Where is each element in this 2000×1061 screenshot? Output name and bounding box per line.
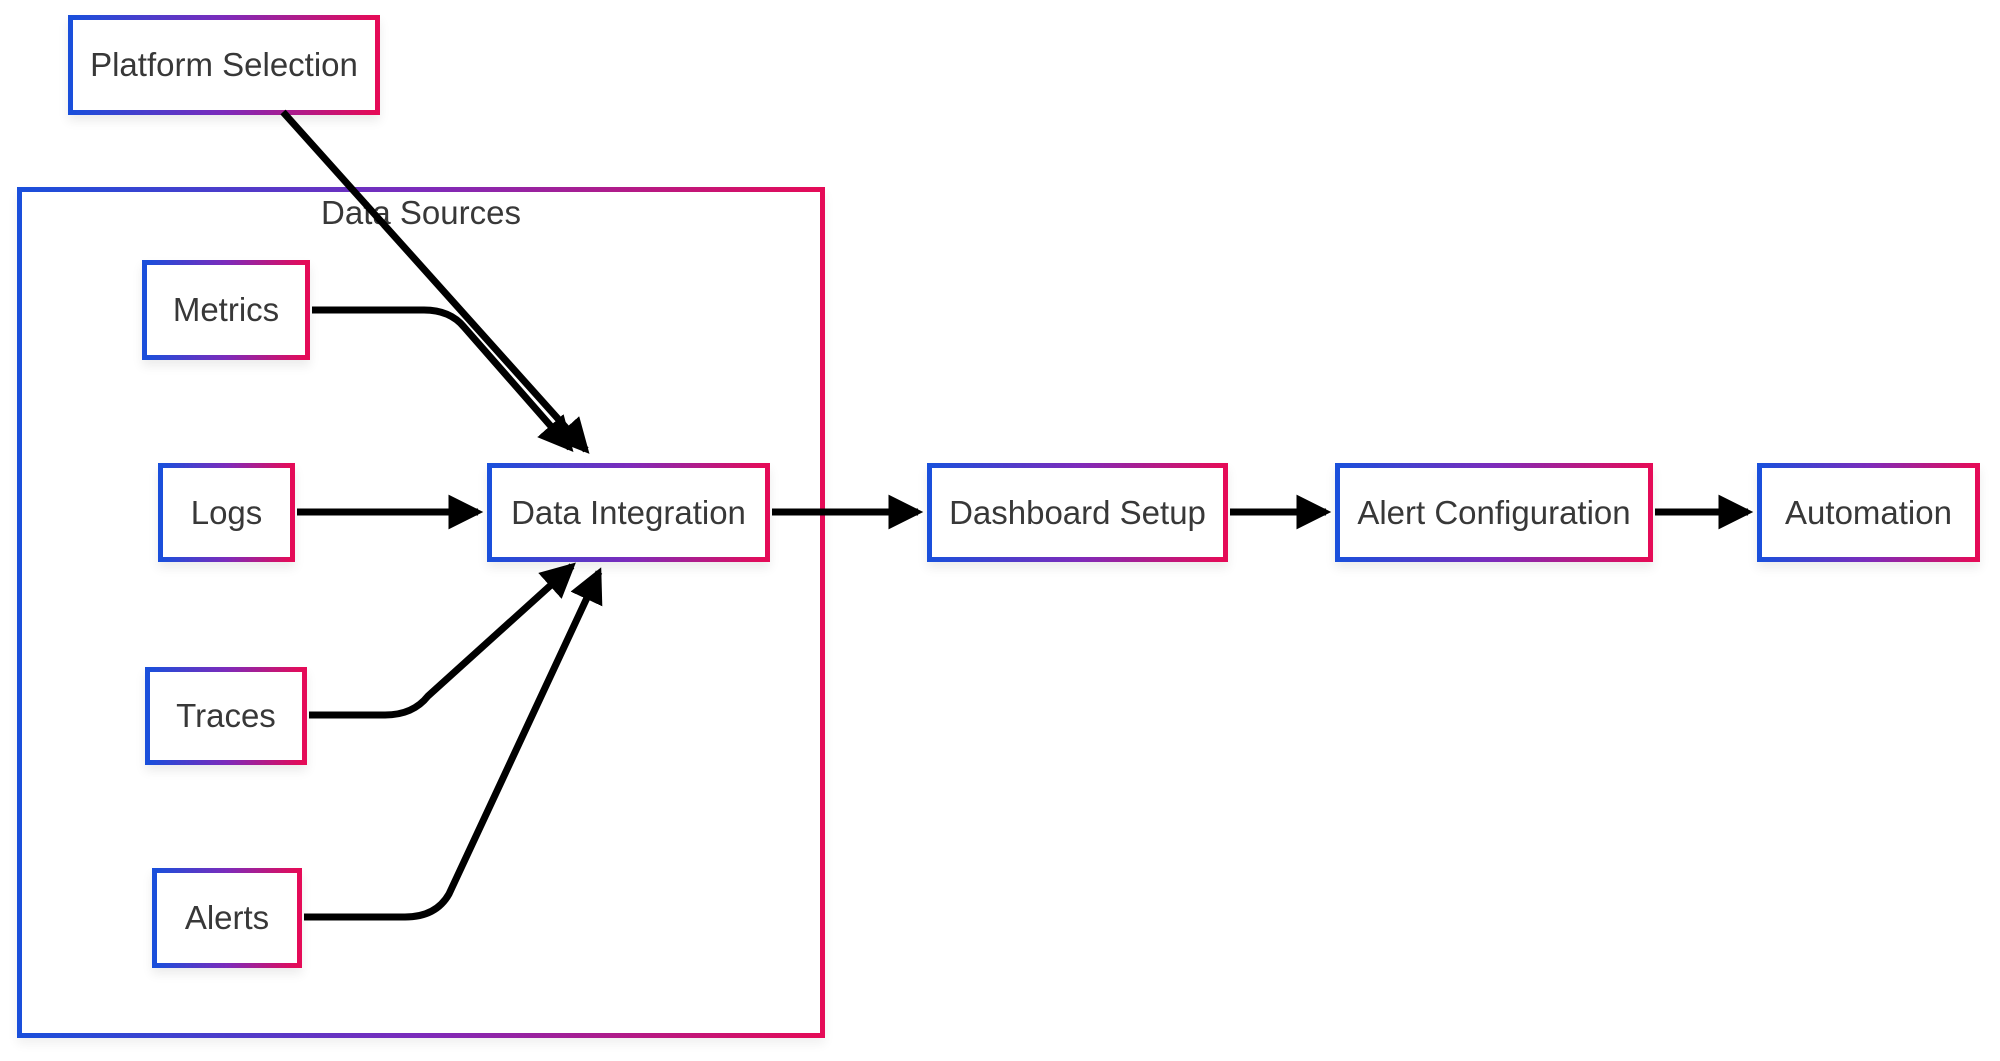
node-label: Data Integration [511,493,746,531]
node-alert-configuration: Alert Configuration [1335,463,1653,562]
node-data-integration: Data Integration [487,463,770,562]
group-data-sources-label: Data Sources [321,194,521,231]
node-label: Dashboard Setup [949,493,1206,531]
node-automation: Automation [1757,463,1980,562]
node-label: Alert Configuration [1357,493,1631,531]
node-logs: Logs [158,463,295,562]
node-metrics: Metrics [142,260,310,360]
node-label: Alerts [184,899,270,936]
node-alerts: Alerts [152,868,302,968]
node-dashboard-setup: Dashboard Setup [927,463,1228,562]
node-label: Automation [1785,493,1952,531]
node-label: Platform Selection [90,46,358,83]
node-label: Logs [190,493,263,531]
group-data-sources: Data Sources [17,187,825,1038]
node-label: Metrics [172,291,280,328]
node-traces: Traces [145,667,307,765]
node-label: Traces [176,697,276,734]
node-platform-selection: Platform Selection [68,15,380,115]
